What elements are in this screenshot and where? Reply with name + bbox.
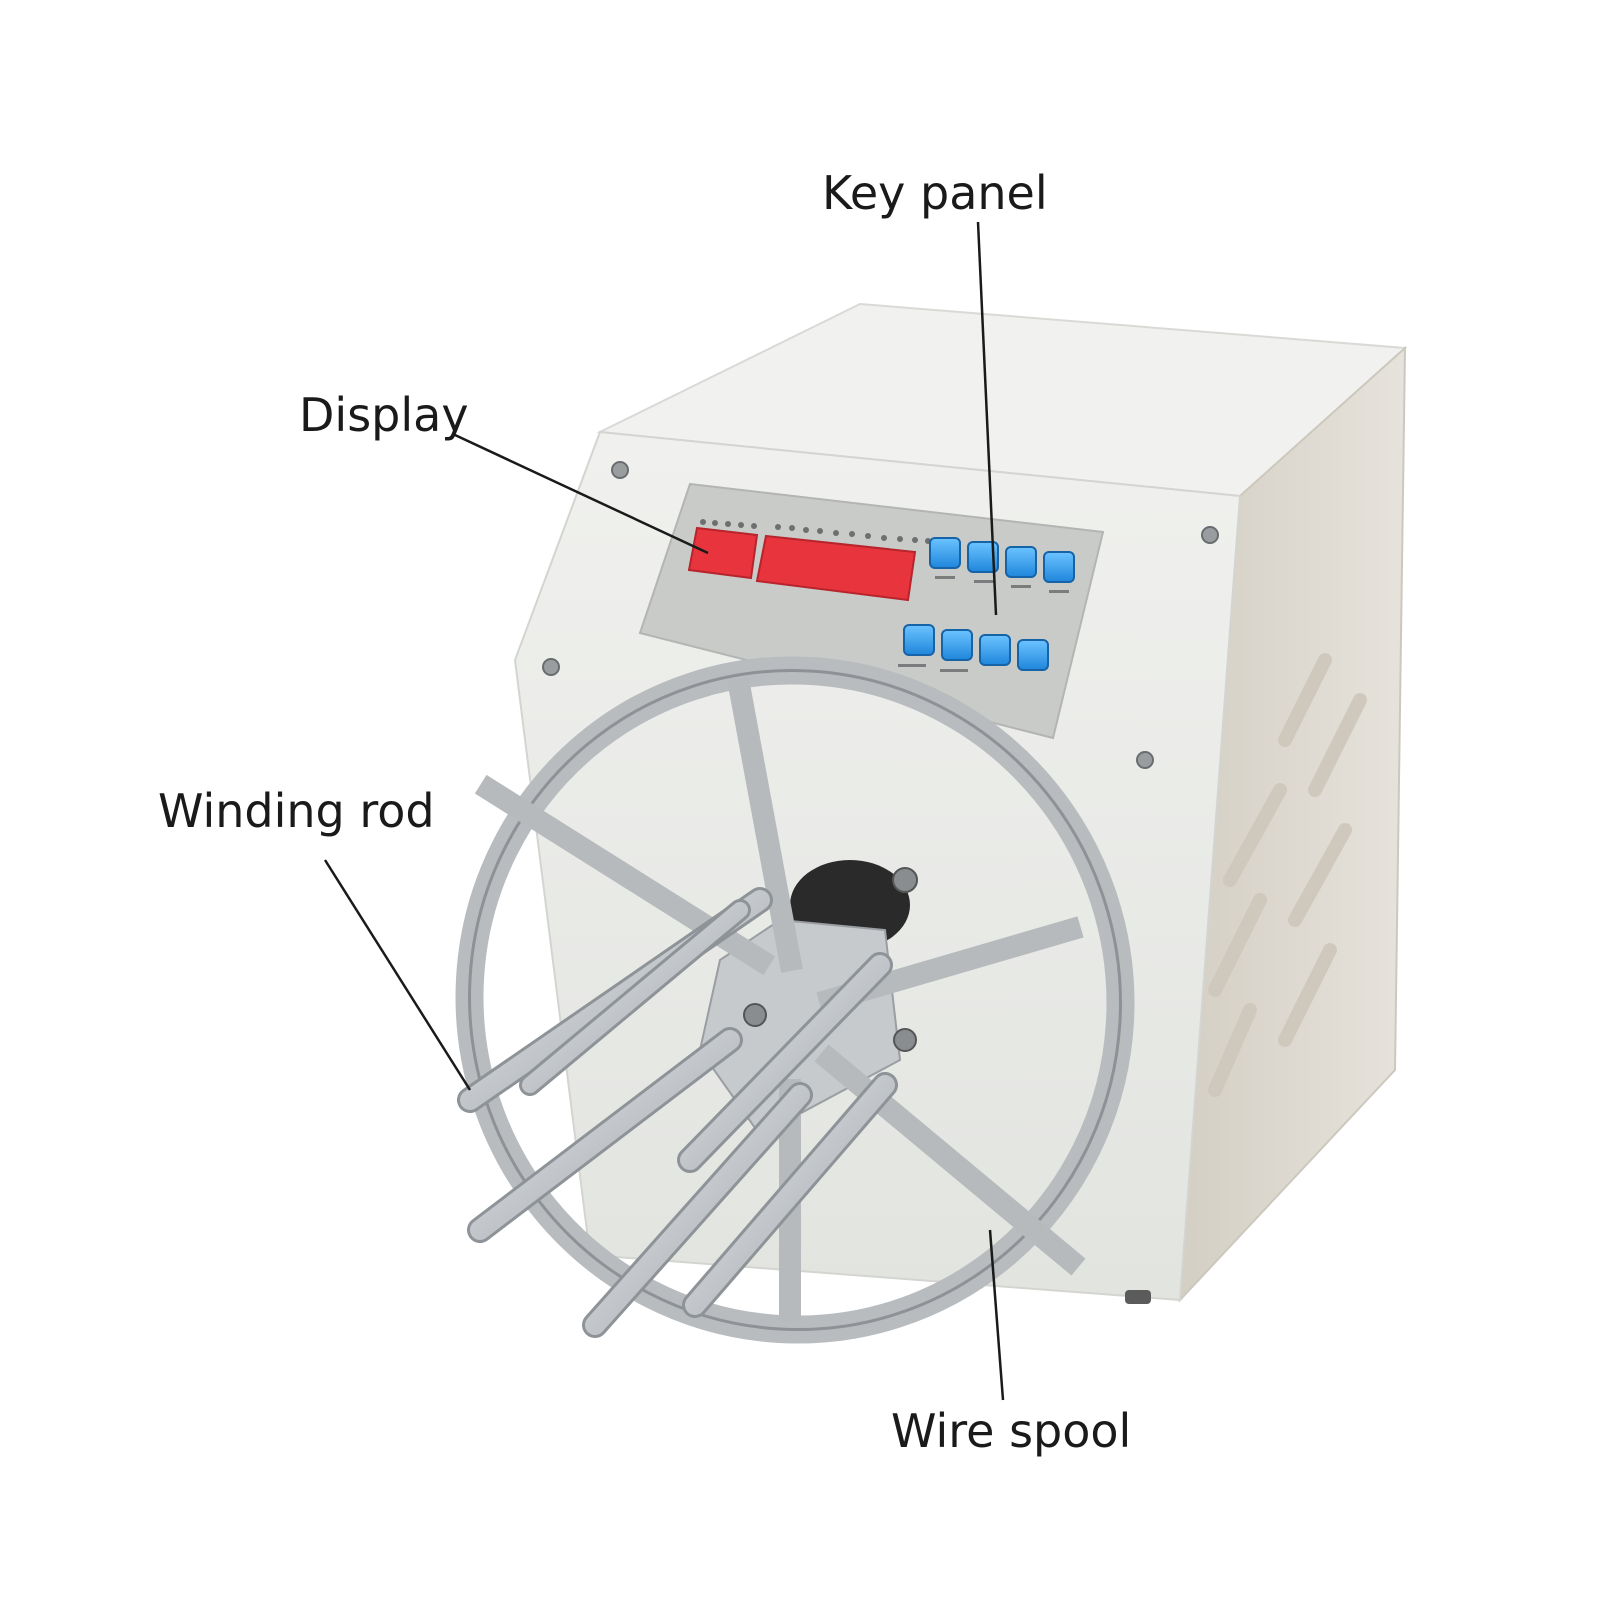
screw-icon: [1201, 526, 1219, 544]
winding-rod: [680, 955, 890, 1170]
winding-rod: [585, 1085, 810, 1335]
label-key-panel: Key panel: [822, 166, 1048, 220]
display-screen-small: [687, 526, 759, 580]
spool-spoke: [727, 677, 803, 973]
panel-key[interactable]: [1005, 546, 1037, 578]
panel-key[interactable]: [979, 634, 1011, 666]
label-display: Display: [299, 388, 469, 442]
panel-key[interactable]: [929, 537, 961, 569]
winding-rods: [457, 887, 898, 1338]
winding-rod: [522, 902, 748, 1093]
screws: [542, 461, 1219, 769]
key-legends: [898, 576, 1069, 672]
panel-key[interactable]: [1043, 551, 1075, 583]
winding-rod: [685, 1075, 895, 1315]
key-row-top: [929, 537, 1075, 583]
label-wire-spool: Wire spool: [891, 1404, 1132, 1458]
panel-key[interactable]: [1017, 639, 1049, 671]
leader-line-wire-spool: [988, 1229, 1005, 1401]
hub-bolt-icon: [893, 1028, 917, 1052]
panel-key[interactable]: [967, 541, 999, 573]
display-screen-large: [755, 534, 917, 602]
key-row-bottom: [903, 624, 1049, 671]
panel-key[interactable]: [941, 629, 973, 661]
screw-icon: [611, 461, 629, 479]
cabinet: [513, 302, 1408, 1304]
hub-bolt-icon: [743, 1003, 767, 1027]
leader-line-key-panel: [976, 221, 998, 616]
leader-lines: [323, 221, 1005, 1401]
hub-bolt-icon: [892, 867, 918, 893]
screw-icon: [1136, 751, 1154, 769]
cabinet-foot: [1125, 1290, 1151, 1304]
control-panel: [638, 482, 1105, 740]
leader-line-display: [454, 433, 709, 555]
side-vents: [1208, 653, 1367, 1097]
leader-line-winding-rod: [323, 859, 472, 1091]
panel-key[interactable]: [903, 624, 935, 656]
indicator-leds: [700, 519, 931, 544]
screw-icon: [542, 658, 560, 676]
winding-rod: [470, 1030, 740, 1240]
label-winding-rod: Winding rod: [158, 784, 435, 838]
